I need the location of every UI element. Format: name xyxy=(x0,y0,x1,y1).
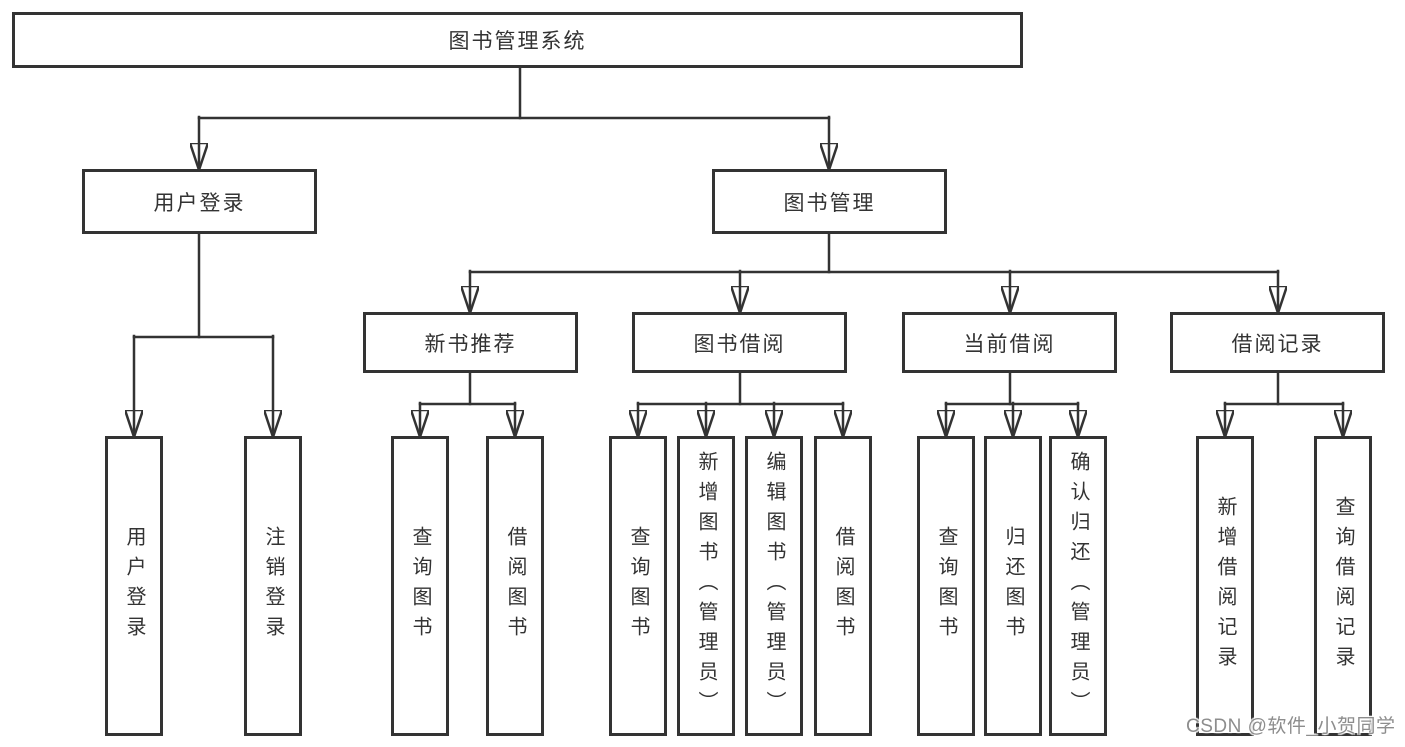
leaf-current-query-books: 查询图书 xyxy=(917,436,975,736)
leaf-current-query-books-label: 查询图书 xyxy=(935,526,957,646)
leaf-recommend-query-books-label: 查询图书 xyxy=(409,526,431,646)
node-book-management: 图书管理 xyxy=(712,169,947,234)
leaf-borrowing-query-books: 查询图书 xyxy=(609,436,667,736)
leaf-current-confirm-return-admin: 确认归还（管理员） xyxy=(1049,436,1107,736)
leaf-records-add-record-label: 新增借阅记录 xyxy=(1214,496,1236,676)
node-user-login: 用户登录 xyxy=(82,169,317,234)
leaf-user-login-label: 用户登录 xyxy=(123,526,145,646)
node-borrowing-records-label: 借阅记录 xyxy=(1231,332,1324,356)
leaf-borrowing-query-books-label: 查询图书 xyxy=(627,526,649,646)
leaf-borrowing-add-books-admin-label: 新增图书（管理员） xyxy=(695,451,717,721)
node-root: 图书管理系统 xyxy=(12,12,1023,68)
leaf-records-add-record: 新增借阅记录 xyxy=(1196,436,1254,736)
leaf-records-query-record-label: 查询借阅记录 xyxy=(1332,496,1354,676)
leaf-logout: 注销登录 xyxy=(244,436,302,736)
leaf-user-login: 用户登录 xyxy=(105,436,163,736)
leaf-borrowing-edit-books-admin: 编辑图书（管理员） xyxy=(745,436,803,736)
leaf-borrowing-edit-books-admin-label: 编辑图书（管理员） xyxy=(763,451,785,721)
node-user-login-label: 用户登录 xyxy=(153,191,246,215)
leaf-records-query-record: 查询借阅记录 xyxy=(1314,436,1372,736)
leaf-borrowing-add-books-admin: 新增图书（管理员） xyxy=(677,436,735,736)
leaf-recommend-borrow-books-label: 借阅图书 xyxy=(504,526,526,646)
csdn-watermark: CSDN @软件_小贺同学 xyxy=(1186,716,1396,737)
leaf-current-return-books: 归还图书 xyxy=(984,436,1042,736)
node-current-borrowing-label: 当前借阅 xyxy=(963,332,1056,356)
leaf-logout-label: 注销登录 xyxy=(262,526,284,646)
node-borrowing-records: 借阅记录 xyxy=(1170,312,1385,373)
node-new-book-recommendation: 新书推荐 xyxy=(363,312,578,373)
leaf-borrowing-borrow-books: 借阅图书 xyxy=(814,436,872,736)
leaf-recommend-borrow-books: 借阅图书 xyxy=(486,436,544,736)
node-current-borrowing: 当前借阅 xyxy=(902,312,1117,373)
node-root-label: 图书管理系统 xyxy=(448,30,587,53)
leaf-borrowing-borrow-books-label: 借阅图书 xyxy=(832,526,854,646)
node-book-borrowing-label: 图书借阅 xyxy=(693,332,786,356)
leaf-current-confirm-return-admin-label: 确认归还（管理员） xyxy=(1067,451,1089,721)
node-book-management-label: 图书管理 xyxy=(783,191,876,215)
leaf-current-return-books-label: 归还图书 xyxy=(1002,526,1024,646)
node-new-book-recommendation-label: 新书推荐 xyxy=(424,332,517,356)
node-book-borrowing: 图书借阅 xyxy=(632,312,847,373)
leaf-recommend-query-books: 查询图书 xyxy=(391,436,449,736)
